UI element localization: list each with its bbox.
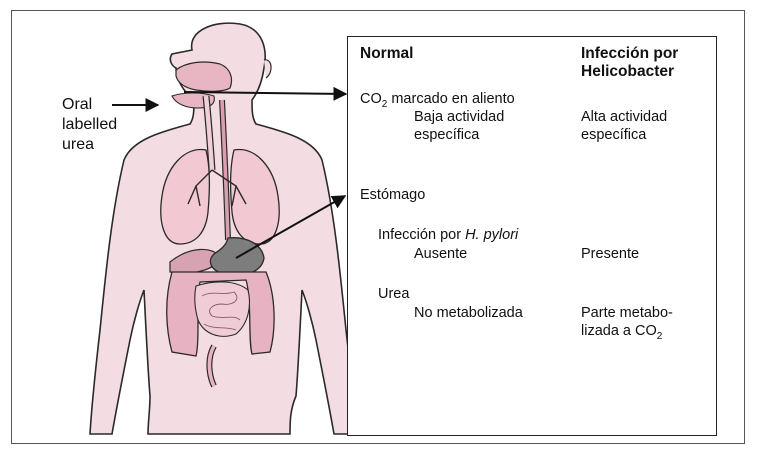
urea-infection-line1: Parte metabo- — [581, 304, 673, 322]
breath-infection-line1: Alta actividad — [581, 108, 667, 126]
hpylori-row-label: Infección por H. pylori — [378, 226, 518, 244]
ear — [264, 60, 271, 78]
oral-label-line1: Oral — [62, 95, 92, 115]
urea-infection-line2: lizada a CO2 — [581, 322, 662, 346]
column-header-normal: Normal — [360, 45, 413, 63]
oral-label-line2: labelled — [62, 115, 117, 135]
breath-normal-line1: Baja actividad — [414, 108, 504, 126]
stomach-row-label: Estómago — [360, 186, 425, 204]
column-header-infection-line1: Infección por — [581, 45, 678, 63]
urea-row-label: Urea — [378, 285, 409, 303]
breath-normal-line2: específica — [414, 126, 479, 144]
hpylori-infection: Presente — [581, 245, 639, 263]
breath-infection-line2: específica — [581, 126, 646, 144]
urea-normal: No metabolizada — [414, 304, 523, 322]
column-header-infection-line2: Helicobacter — [581, 63, 674, 81]
oral-label-line3: urea — [62, 135, 94, 155]
hpylori-normal: Ausente — [414, 245, 467, 263]
